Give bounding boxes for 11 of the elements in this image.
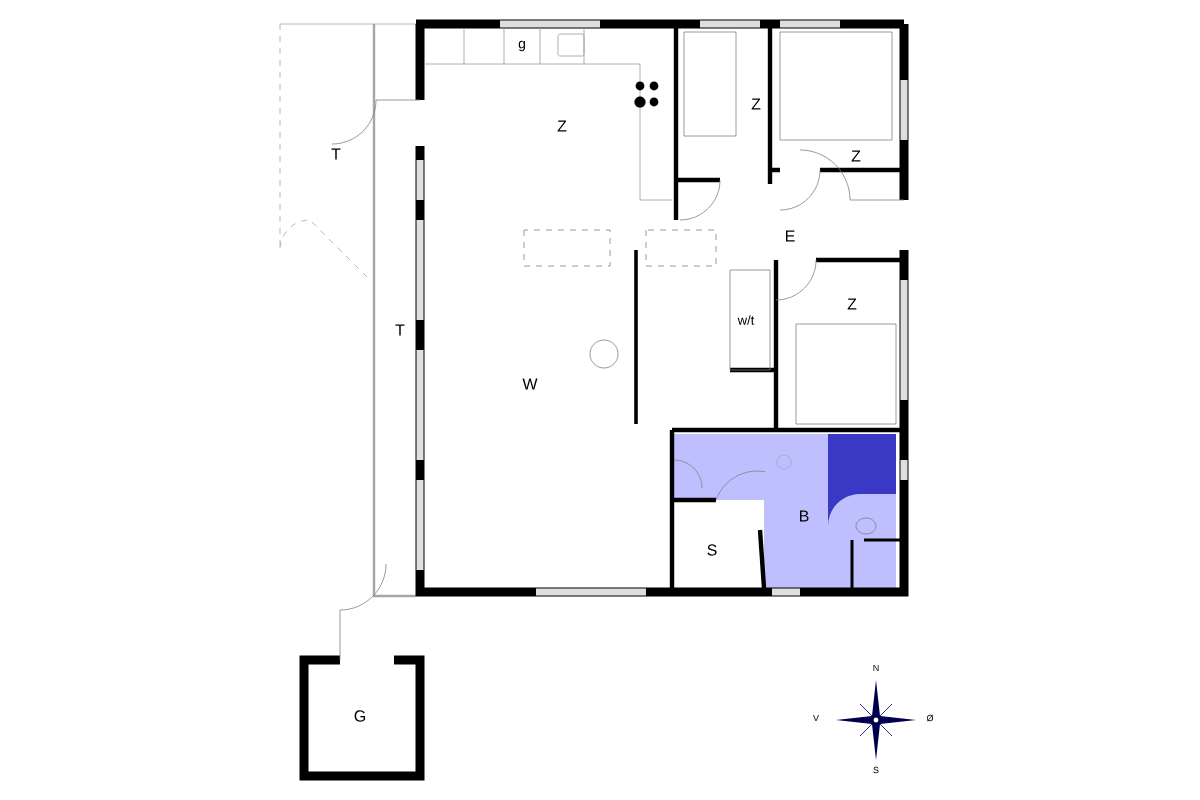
room-label: Z xyxy=(751,98,761,110)
room-label: G xyxy=(354,710,366,722)
room-label: S xyxy=(707,544,717,556)
room-label: Z xyxy=(847,298,857,310)
room-label: Z xyxy=(557,120,567,132)
room-label: W xyxy=(522,378,538,390)
room-label: T xyxy=(395,324,405,336)
room-label: Z xyxy=(851,150,861,162)
room-label: T xyxy=(331,148,341,160)
room-label: E xyxy=(786,230,795,242)
room-label: B xyxy=(800,510,809,522)
